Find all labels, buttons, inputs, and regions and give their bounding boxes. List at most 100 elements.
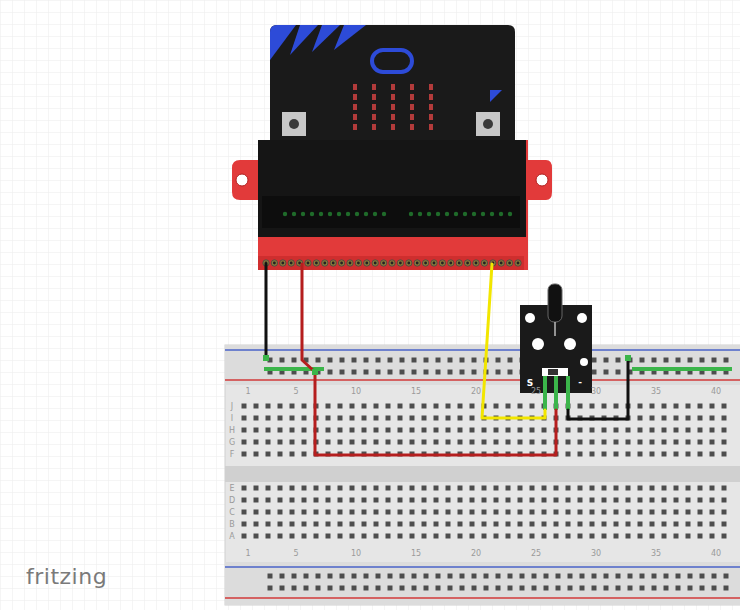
header-pin	[448, 260, 454, 266]
breadboard-index: 15	[411, 550, 421, 558]
edge-pad	[301, 212, 305, 216]
header-pin	[338, 260, 344, 266]
breadboard-index: J	[231, 403, 233, 411]
header-pin	[355, 260, 361, 266]
led	[429, 94, 433, 100]
edge-pad	[337, 212, 341, 216]
header-hole	[340, 262, 343, 265]
header-pin	[422, 260, 428, 266]
edge-pad	[418, 212, 422, 216]
edge-pad	[436, 212, 440, 216]
header-pin	[498, 260, 504, 266]
header-hole	[441, 262, 444, 265]
header-pin	[347, 260, 353, 266]
header-hole	[458, 262, 461, 265]
led	[353, 94, 357, 100]
header-hole	[424, 262, 427, 265]
led	[391, 124, 395, 130]
led	[391, 114, 395, 120]
header-hole	[357, 262, 360, 265]
header-hole	[483, 262, 486, 265]
edge-pad	[364, 212, 368, 216]
header-hole	[399, 262, 402, 265]
breadboard-index: A	[229, 533, 234, 541]
edge-pad	[346, 212, 350, 216]
header-pin	[305, 260, 311, 266]
header-hole	[500, 262, 503, 265]
led	[372, 124, 376, 130]
header-pin	[473, 260, 479, 266]
edge-pad	[445, 212, 449, 216]
header-hole	[466, 262, 469, 265]
edge-pad	[292, 212, 296, 216]
led	[353, 104, 357, 110]
breadboard-index: 20	[471, 550, 481, 558]
edge-pad	[373, 212, 377, 216]
breadboard-index: D	[229, 497, 235, 505]
header-hole	[315, 262, 318, 265]
header-hole	[391, 262, 394, 265]
header-hole	[349, 262, 352, 265]
header-hole	[433, 262, 436, 265]
led	[429, 124, 433, 130]
breadboard-index: H	[229, 427, 235, 435]
breadboard-index: 10	[351, 550, 361, 558]
breadboard-index: 30	[591, 388, 601, 396]
header-hole	[281, 262, 284, 265]
pin-label: S	[527, 379, 533, 388]
header-pin	[464, 260, 470, 266]
breadboard-index: 5	[293, 388, 298, 396]
header-pin	[322, 260, 328, 266]
header-pin	[481, 260, 487, 266]
led	[410, 114, 414, 120]
header-pin	[372, 260, 378, 266]
header-pin	[456, 260, 462, 266]
header-pin	[397, 260, 403, 266]
header-pin	[515, 260, 521, 266]
header-hole	[517, 262, 520, 265]
led	[372, 84, 376, 90]
edge-pad	[472, 212, 476, 216]
breadboard-index: 1	[245, 388, 250, 396]
led	[429, 84, 433, 90]
header-hole	[407, 262, 410, 265]
edge-pad	[283, 212, 287, 216]
header-hole	[449, 262, 452, 265]
breadboard-index: 10	[351, 388, 361, 396]
microbit	[270, 25, 515, 145]
header-pin	[389, 260, 395, 266]
header-hole	[332, 262, 335, 265]
breadboard-index: I	[231, 415, 233, 423]
header-pin	[380, 260, 386, 266]
breadboard-index: 40	[711, 550, 721, 558]
led	[410, 104, 414, 110]
header-hole	[307, 262, 310, 265]
edge-pad	[355, 212, 359, 216]
led	[410, 124, 414, 130]
edge-pad	[490, 212, 494, 216]
temperature-sensor-module	[520, 284, 592, 410]
breadboard-index: G	[229, 439, 235, 447]
header-hole	[508, 262, 511, 265]
edge-pad	[310, 212, 314, 216]
edge-pad	[382, 212, 386, 216]
header-pin	[431, 260, 437, 266]
breadboard-index: 25	[531, 550, 541, 558]
led	[353, 84, 357, 90]
header-hole	[273, 262, 276, 265]
edge-pad	[508, 212, 512, 216]
header-hole	[323, 262, 326, 265]
led	[391, 94, 395, 100]
breadboard-index: B	[229, 521, 235, 529]
led	[372, 94, 376, 100]
wires	[266, 264, 628, 455]
breadboard-index: 1	[245, 550, 250, 558]
led	[429, 104, 433, 110]
breadboard-index: 30	[591, 550, 601, 558]
header-hole	[416, 262, 419, 265]
header-pin	[280, 260, 286, 266]
header-pin	[406, 260, 412, 266]
header-pin	[330, 260, 336, 266]
